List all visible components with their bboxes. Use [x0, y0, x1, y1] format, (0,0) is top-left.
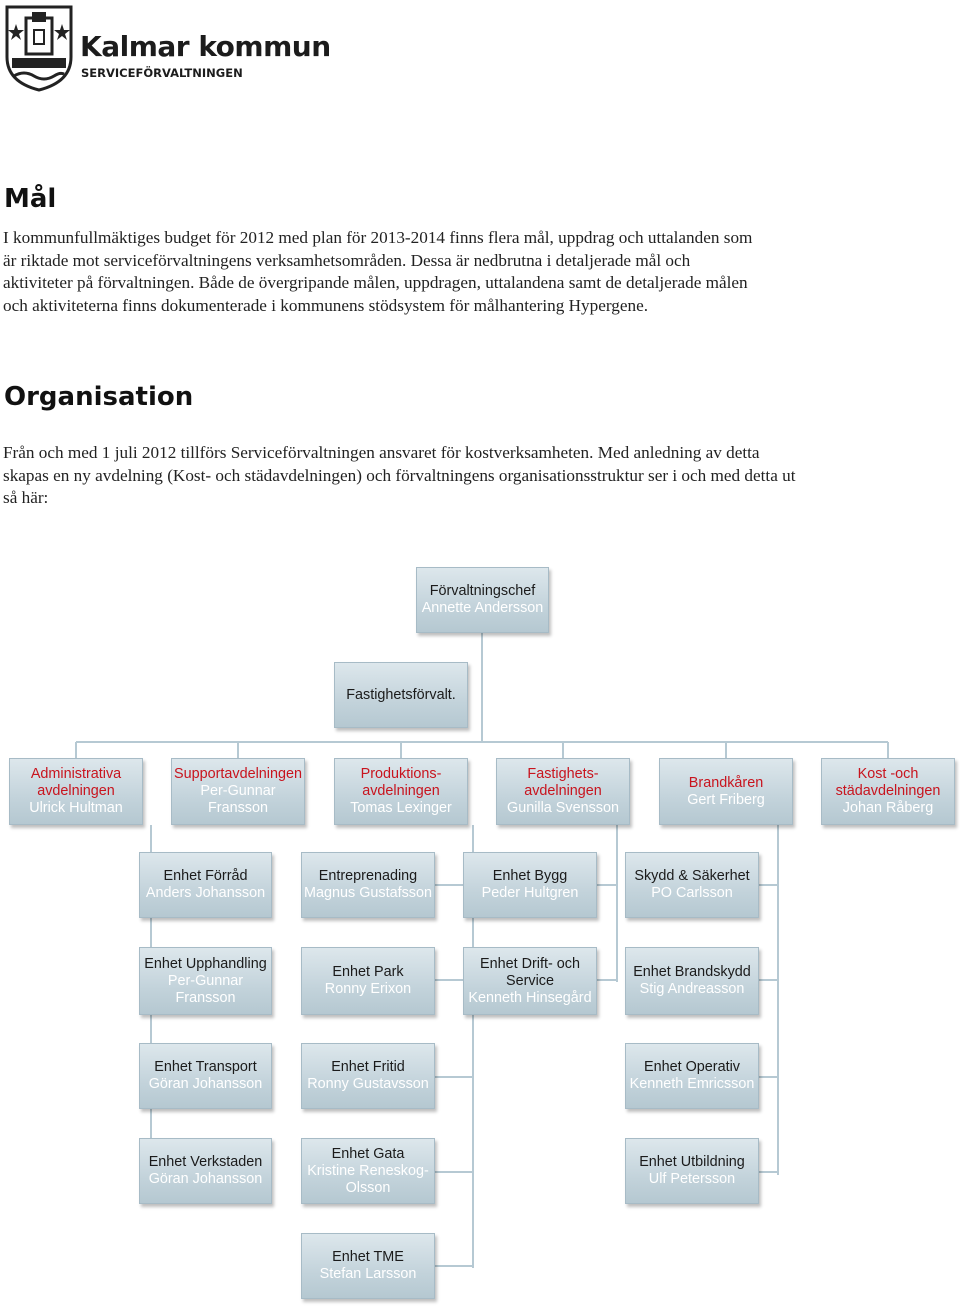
org-box-title: Enhet Drift- och Service: [480, 955, 580, 989]
goals-line: I kommunfullmäktiges budget för 2012 med…: [3, 228, 753, 247]
org-box-title: Entreprenading: [318, 868, 418, 884]
org-box-unit: Enhet Utbildning Ulf Petersson: [625, 1138, 759, 1204]
goals-line: aktiviteter på förvaltningen. Både de öv…: [3, 273, 748, 293]
org-box-title: Enhet Upphandling: [144, 955, 267, 972]
org-box-title: Kost -och städavdelningen: [835, 766, 941, 799]
org-box-title: Enhet Park: [332, 964, 404, 980]
org-box-unit: Entreprenading Magnus Gustafsson: [301, 852, 435, 918]
org-box-unit: Enhet Bygg Peder Hultgren: [463, 852, 597, 918]
org-box-department: Supportavdelningen Per-Gunnar Fransson: [171, 758, 305, 825]
org-box-department: Kost -och städavdelningen Johan Råberg: [821, 758, 955, 825]
org-box-unit: Enhet Fritid Ronny Gustavsson: [301, 1043, 435, 1109]
org-box-person: Kristine Reneskog-Olsson: [307, 1162, 429, 1196]
org-box-title: Enhet Transport: [154, 1059, 257, 1075]
org-box-title: Enhet Operativ: [644, 1059, 740, 1075]
org-box-person: Annette Andersson: [421, 600, 544, 616]
org-box-unit: Enhet Operativ Kenneth Emricsson: [625, 1043, 759, 1109]
organisation-heading: Organisation: [4, 382, 194, 412]
org-box-title: Förvaltningschef: [429, 583, 536, 599]
org-box-department: Fastighets-avdelningen Gunilla Svensson: [496, 758, 630, 825]
department-name: SERVICEFÖRVALTNINGEN: [81, 66, 243, 80]
organization-name: Kalmar kommun: [80, 30, 331, 63]
org-box-unit: Enhet TME Stefan Larsson: [301, 1233, 435, 1299]
org-box-unit: Enhet Förråd Anders Johansson: [139, 852, 272, 918]
org-box-person: PO Carlsson: [651, 885, 733, 901]
org-box-person: Per-Gunnar Fransson: [167, 972, 244, 1006]
org-box-person: Peder Hultgren: [481, 885, 579, 901]
org-box-unit: Skydd & Säkerhet PO Carlsson: [625, 852, 759, 918]
org-box-title: Enhet Bygg: [492, 868, 568, 884]
org-box-title: Enhet Gata: [331, 1145, 405, 1162]
org-box-person: Anders Johansson: [145, 885, 266, 901]
org-box-person: Stefan Larsson: [319, 1266, 417, 1282]
org-box-head: Förvaltningschef Annette Andersson: [416, 567, 549, 633]
organisation-line: så här:: [3, 488, 49, 508]
organisation-paragraph: Från och med 1 juli 2012 tillförs Servic…: [3, 442, 923, 510]
org-box-person: Kenneth Hinsegård: [468, 989, 592, 1006]
org-box-person: Ronny Gustavsson: [307, 1076, 429, 1092]
org-box-person: Per-Gunnar Fransson: [200, 783, 276, 816]
org-box-unit: Enhet Gata Kristine Reneskog-Olsson: [301, 1138, 435, 1204]
org-box-title: Skydd & Säkerhet: [634, 868, 750, 884]
org-box-person: Magnus Gustafsson: [304, 885, 432, 901]
org-box-title: Fastighets-avdelningen: [524, 766, 602, 799]
org-box-person: Gunilla Svensson: [507, 800, 619, 816]
org-box-department: Administrativa avdelningen Ulrick Hultma…: [9, 758, 143, 825]
org-box-person: Tomas Lexinger: [350, 800, 452, 816]
org-box-title: Enhet TME: [332, 1249, 404, 1265]
goals-heading: Mål: [4, 184, 57, 214]
org-box-person: Ulrick Hultman: [29, 800, 123, 816]
org-box-person: Göran Johansson: [148, 1171, 263, 1187]
org-box-unit: Enhet Verkstaden Göran Johansson: [139, 1138, 272, 1204]
goals-line: är riktade mot serviceförvaltningens ver…: [3, 250, 691, 270]
org-box-title: Brandkåren: [688, 774, 764, 791]
org-box-unit: Enhet Drift- och Service Kenneth Hinsegå…: [463, 947, 597, 1015]
org-box-title: Enhet Förråd: [163, 868, 248, 884]
org-box-person: Gert Friberg: [687, 791, 765, 808]
org-box-person: Göran Johansson: [148, 1076, 263, 1092]
org-box-person: Ulf Petersson: [648, 1171, 736, 1187]
org-box-title: Administrativa avdelningen: [30, 766, 122, 799]
org-box-title: Produktions-avdelningen: [360, 766, 442, 799]
organisation-line: skapas en ny avdelning (Kost- och städav…: [3, 465, 796, 485]
coat-of-arms-icon: [5, 5, 73, 92]
org-box-title: Fastighetsförvalt.: [346, 686, 456, 703]
goals-line: och aktiviteterna finns dokumenterade i …: [3, 296, 649, 316]
org-box-title: Enhet Fritid: [331, 1059, 405, 1075]
org-box-person: Stig Andreasson: [639, 981, 745, 997]
org-box-title: Enhet Verkstaden: [148, 1154, 263, 1170]
organisation-line: Från och med 1 juli 2012 tillförs Servic…: [3, 443, 760, 462]
org-box-unit: Enhet Upphandling Per-Gunnar Fransson: [139, 947, 272, 1015]
org-box-department: Brandkåren Gert Friberg: [659, 758, 793, 825]
org-box-person: Ronny Erixon: [324, 981, 412, 997]
org-box-unit: Enhet Park Ronny Erixon: [301, 947, 435, 1015]
org-box-department: Produktions-avdelningen Tomas Lexinger: [334, 758, 468, 825]
org-box-staff: Fastighetsförvalt.: [334, 662, 468, 728]
org-box-unit: Enhet Brandskydd Stig Andreasson: [625, 947, 759, 1015]
org-box-person: Johan Råberg: [842, 800, 934, 816]
org-box-title: Enhet Utbildning: [639, 1154, 745, 1170]
org-box-unit: Enhet Transport Göran Johansson: [139, 1043, 272, 1109]
org-box-title: Supportavdelningen: [173, 766, 303, 782]
goals-paragraph: I kommunfullmäktiges budget för 2012 med…: [3, 227, 923, 318]
kalmar-kommun-logo: Kalmar kommun SERVICEFÖRVALTNINGEN: [4, 2, 331, 92]
org-box-person: Kenneth Emricsson: [629, 1076, 755, 1092]
org-box-title: Enhet Brandskydd: [633, 964, 751, 980]
